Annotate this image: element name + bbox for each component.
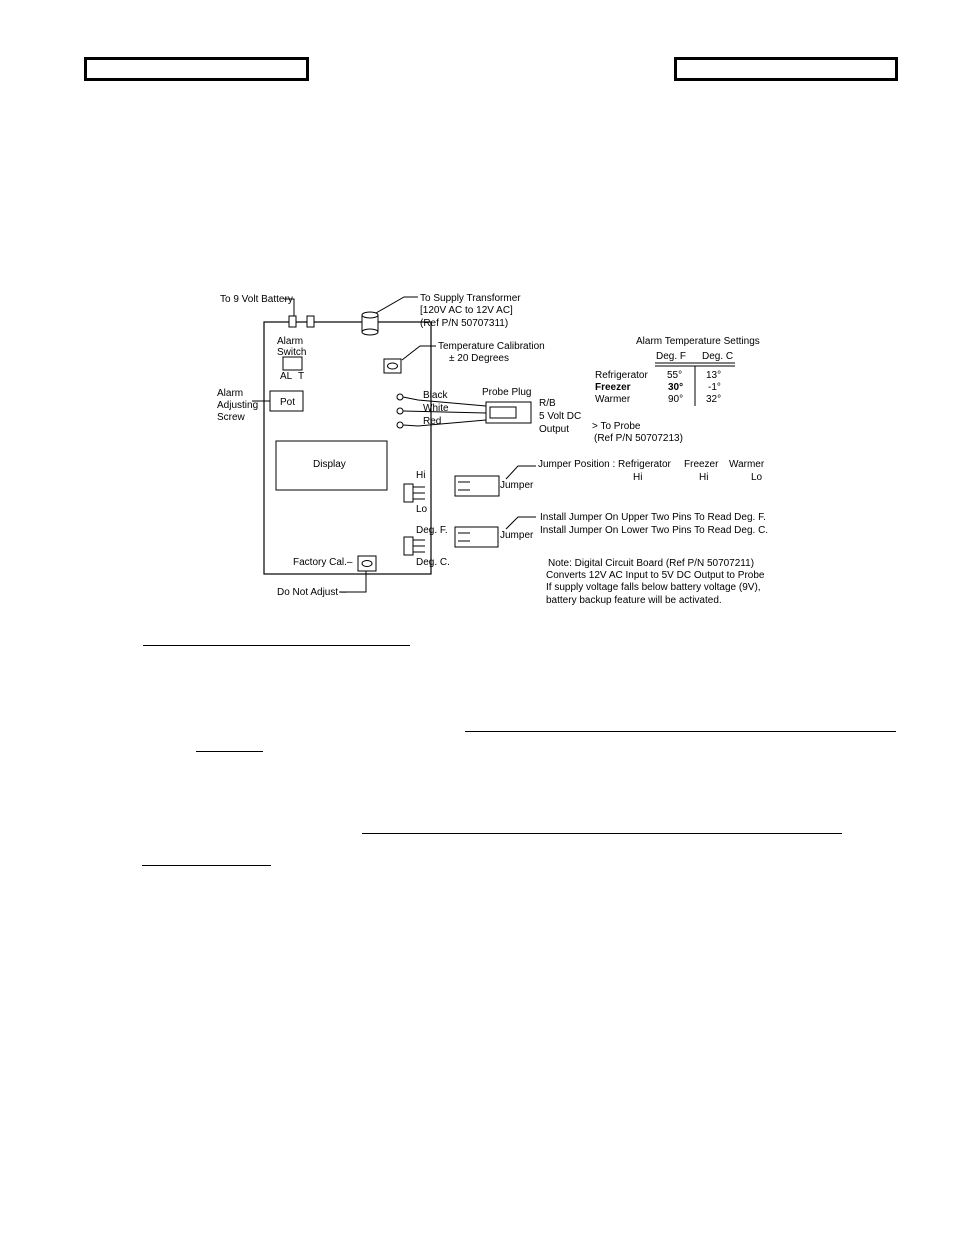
- jumper-freezer-value: Hi: [699, 472, 708, 483]
- alarm-adjusting-label-3: Screw: [217, 412, 246, 423]
- jumper-position-label: Jumper Position : Refrigerator: [538, 459, 672, 470]
- factory-cal-pot: [357, 555, 377, 572]
- note-line: If supply voltage falls below battery vo…: [546, 582, 761, 593]
- wire-white-label: White: [423, 403, 449, 414]
- wire-black: [402, 396, 487, 407]
- alarm-switch: [282, 356, 303, 371]
- wire-white: [402, 410, 487, 414]
- five-volt-label-2: Output: [539, 424, 569, 435]
- header-box-right: [674, 57, 898, 81]
- alarm-row-name: Warmer: [595, 394, 631, 405]
- underline-rule: [362, 833, 842, 834]
- probe-plug-label: Probe Plug: [482, 387, 531, 398]
- temp-cal-label-2: ± 20 Degrees: [449, 353, 509, 364]
- factory-cal-screw: [361, 560, 373, 567]
- hi-lo-pin-header: [403, 483, 425, 503]
- battery-leader: [284, 298, 295, 316]
- probe-ref-label: (Ref P/N 50707213): [594, 433, 683, 444]
- pot-component: [269, 390, 304, 412]
- jumper-leader-2: [505, 516, 536, 530]
- alarm-adjusting-label-2: Adjusting: [217, 400, 258, 411]
- alarm-table-col-c: Deg. C: [702, 351, 733, 362]
- note-line: Converts 12V AC Input to 5V DC Output to…: [546, 570, 765, 581]
- jumper-freezer-label: Freezer: [684, 459, 719, 470]
- note-line: battery backup feature will be activated…: [546, 595, 722, 606]
- temp-calibration-screw: [387, 362, 398, 370]
- alarm-table-title: Alarm Temperature Settings: [636, 336, 760, 347]
- install-lower-label: Install Jumper On Lower Two Pins To Read…: [540, 525, 768, 536]
- hi-lo-jumper: [454, 475, 500, 497]
- to-transformer-label: To Supply Transformer: [420, 293, 521, 304]
- temp-cal-label-1: Temperature Calibration: [438, 341, 545, 352]
- transformer-connector: [361, 311, 379, 336]
- do-not-adjust-leader: [339, 571, 367, 593]
- five-volt-label-1: 5 Volt DC: [539, 411, 581, 422]
- alarm-row-name: Refrigerator: [595, 370, 648, 381]
- temp-cal-leader: [401, 345, 436, 361]
- alarm-row-f: 90°: [668, 394, 683, 405]
- transformer-leader: [375, 296, 418, 314]
- terminal-red: [396, 421, 404, 429]
- do-not-adjust-label: Do Not Adjust –: [277, 587, 347, 598]
- pot-label: Pot: [280, 397, 295, 408]
- underline-rule: [142, 865, 271, 866]
- to-probe-label: > To Probe: [592, 421, 641, 432]
- display-label: Display: [313, 459, 346, 470]
- underline-rule: [465, 731, 896, 732]
- note-line: Note: Digital Circuit Board (Ref P/N 507…: [548, 558, 754, 569]
- deg-f-label: Deg. F.: [416, 525, 448, 536]
- jumper-leader-1: [505, 465, 536, 480]
- hi-label: Hi: [416, 470, 425, 481]
- temp-calibration-pot: [383, 358, 402, 374]
- deg-jumper: [454, 526, 499, 548]
- probe-plug: [485, 401, 532, 424]
- deg-c-label: Deg. C.: [416, 557, 450, 568]
- wire-red: [402, 419, 487, 427]
- jumper-label-2: Jumper: [500, 530, 534, 541]
- deg-pin-header: [403, 536, 425, 556]
- battery-terminal-left: [288, 315, 297, 328]
- jumper-warmer-value: Lo: [751, 472, 763, 483]
- jumper-refrigerator-value: Hi: [633, 472, 642, 483]
- jumper-label-1: Jumper: [500, 480, 534, 491]
- alarm-row-f: 55°: [667, 370, 682, 381]
- display-component: [275, 440, 388, 491]
- factory-cal-label: Factory Cal.–: [293, 557, 353, 568]
- probe-plug-inner: [489, 406, 517, 419]
- switch-t-label: T: [298, 371, 304, 382]
- alarm-table-col-f: Deg. F: [656, 351, 686, 362]
- terminal-white: [396, 407, 404, 415]
- alarm-switch-label-1: Alarm: [277, 336, 303, 347]
- terminal-black: [396, 393, 404, 401]
- alarm-row-f: 30°: [668, 382, 683, 393]
- transformer-ref-label: (Ref P/N 50707311): [420, 318, 508, 329]
- lo-label: Lo: [416, 504, 428, 515]
- alarm-row-name: Freezer: [595, 382, 631, 393]
- circuit-board: [263, 321, 432, 575]
- underline-rule: [196, 751, 263, 752]
- alarm-settings-table: Alarm Temperature Settings Deg. F Deg. C…: [595, 336, 760, 406]
- alarm-row-c: -1°: [708, 382, 721, 393]
- switch-al-label: AL: [280, 371, 293, 382]
- alarm-switch-label-2: Switch: [277, 347, 306, 358]
- alarm-row-c: 32°: [706, 394, 721, 405]
- to-battery-label: To 9 Volt Battery: [220, 294, 293, 305]
- battery-terminal-right: [306, 315, 315, 328]
- alarm-row-c: 13°: [706, 370, 721, 381]
- transformer-spec-label: [120V AC to 12V AC]: [420, 305, 513, 316]
- jumper-warmer-label: Warmer: [729, 459, 765, 470]
- rb-label: R/B: [539, 398, 556, 409]
- header-box-left: [84, 57, 309, 81]
- install-upper-label: Install Jumper On Upper Two Pins To Read…: [540, 512, 766, 523]
- wire-red-label: Red: [423, 416, 441, 427]
- wire-black-label: Black: [423, 390, 448, 401]
- underline-rule: [143, 645, 410, 646]
- alarm-adjusting-label-1: Alarm: [217, 388, 243, 399]
